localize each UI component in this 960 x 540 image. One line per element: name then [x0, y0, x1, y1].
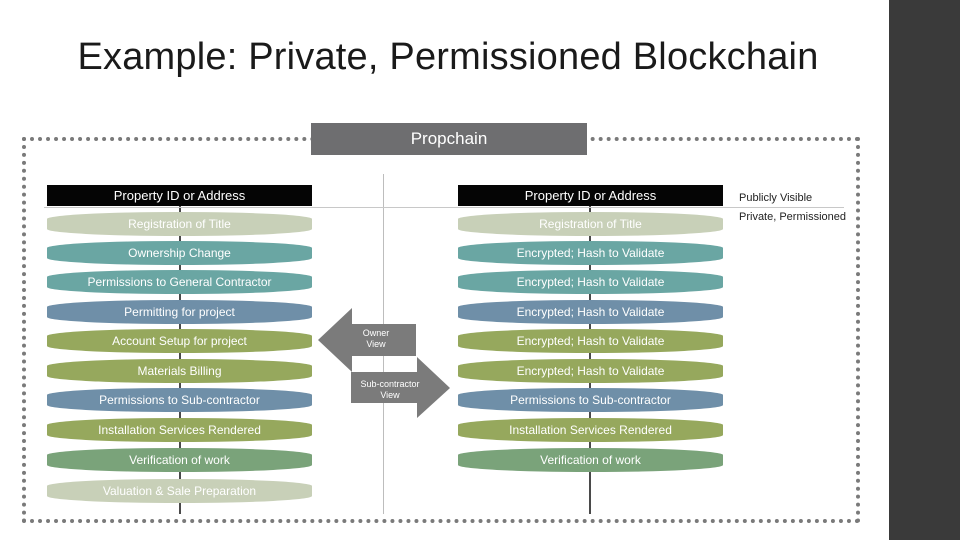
- left-step-sub-contractor: Permissions to Sub-contractor: [47, 388, 312, 412]
- owner-view-arrow: [318, 308, 416, 372]
- slide-title: Example: Private, Permissioned Blockchai…: [77, 36, 819, 78]
- right-step-encrypted-2: Encrypted; Hash to Validate: [458, 270, 723, 294]
- left-step-materials-billing: Materials Billing: [47, 359, 312, 383]
- left-step-installation: Installation Services Rendered: [47, 418, 312, 442]
- left-step-permitting: Permitting for project: [47, 300, 312, 324]
- right-property-id-header: Property ID or Address: [458, 185, 723, 206]
- left-step-valuation: Valuation & Sale Preparation: [47, 479, 312, 503]
- left-step-general-contractor: Permissions to General Contractor: [47, 270, 312, 294]
- left-step-account-setup: Account Setup for project: [47, 329, 312, 353]
- left-step-ownership-change: Ownership Change: [47, 241, 312, 265]
- right-step-installation: Installation Services Rendered: [458, 418, 723, 442]
- publicly-visible-label: Publicly Visible: [739, 192, 813, 204]
- right-sidebar-panel: [889, 0, 960, 540]
- right-step-sub-contractor: Permissions to Sub-contractor: [458, 388, 723, 412]
- owner-view-label: Owner View: [362, 328, 390, 349]
- left-step-registration: Registration of Title: [47, 212, 312, 236]
- left-property-id-header: Property ID or Address: [47, 185, 312, 206]
- right-step-registration: Registration of Title: [458, 212, 723, 236]
- right-step-encrypted-1: Encrypted; Hash to Validate: [458, 241, 723, 265]
- right-step-verification: Verification of work: [458, 448, 723, 472]
- right-step-encrypted-5: Encrypted; Hash to Validate: [458, 359, 723, 383]
- right-step-encrypted-4: Encrypted; Hash to Validate: [458, 329, 723, 353]
- private-permissioned-label: Private, Permissioned: [739, 211, 846, 223]
- left-step-verification: Verification of work: [47, 448, 312, 472]
- right-step-encrypted-3: Encrypted; Hash to Validate: [458, 300, 723, 324]
- visibility-divider-line: [44, 207, 844, 208]
- propchain-title: Propchain: [311, 123, 587, 155]
- sub-contractor-view-arrow: [351, 357, 450, 418]
- sub-contractor-view-label: Sub-contractor View: [360, 379, 420, 400]
